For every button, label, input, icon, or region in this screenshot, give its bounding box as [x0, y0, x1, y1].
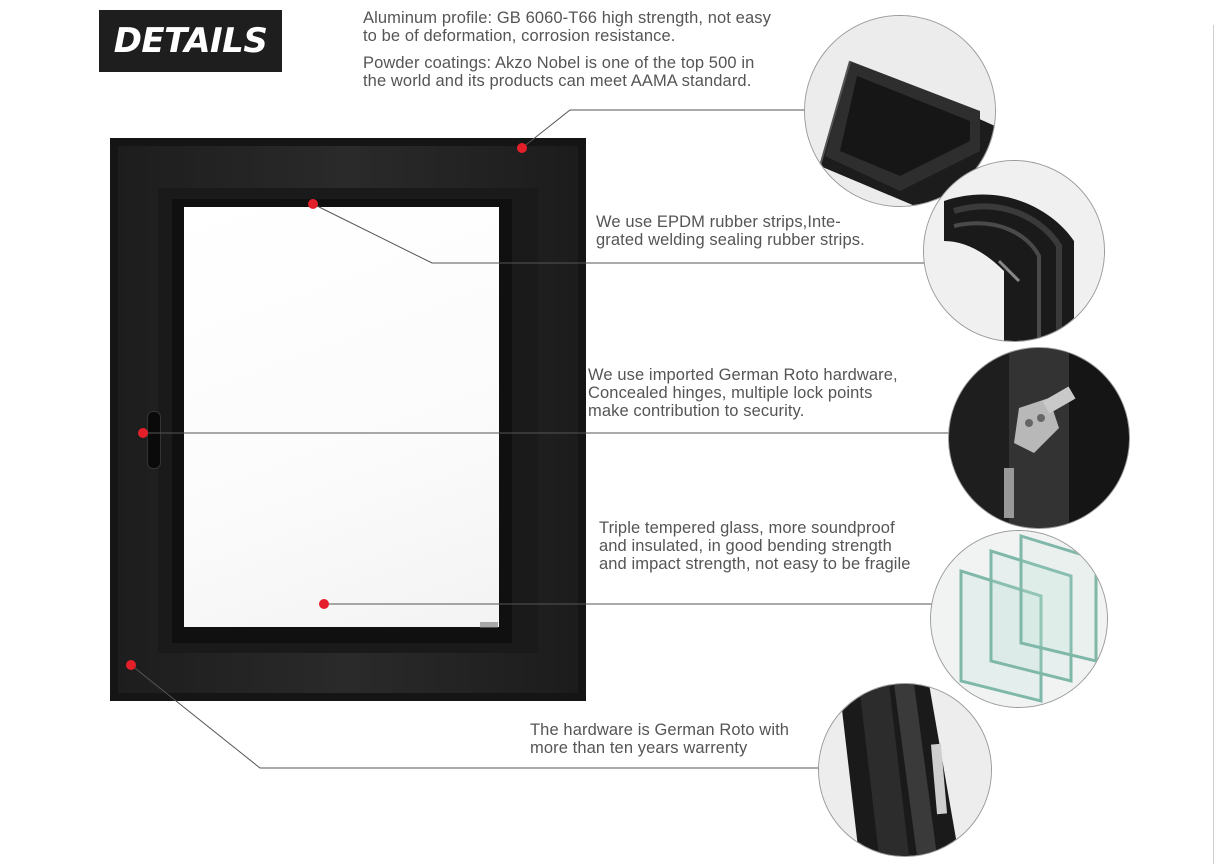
hinge-photo-icon	[948, 347, 1130, 529]
marker-dot-hardware	[138, 428, 148, 438]
marker-dot-glass	[319, 599, 329, 609]
marker-dot-rubber	[308, 199, 318, 209]
rubber-text: We use EPDM rubber strips,Inte- grated w…	[596, 213, 865, 249]
glass-logo-mark	[480, 622, 498, 628]
window-glass	[184, 207, 499, 627]
page-edge-line	[1213, 25, 1214, 864]
hardware-text: We use imported German Roto hardware, Co…	[588, 366, 898, 420]
profile-section-photo-icon	[818, 683, 992, 857]
details-badge: DETAILS	[99, 10, 282, 72]
warranty-text: The hardware is German Roto with more th…	[530, 721, 790, 757]
marker-dot-warranty	[126, 660, 136, 670]
profile-text: Aluminum profile: GB 6060-T66 high stren…	[363, 9, 771, 45]
leader-line-warranty	[130, 664, 820, 769]
marker-dot-profile	[517, 143, 527, 153]
frame-corner-photo-icon	[804, 15, 996, 207]
leader-line-rubber	[312, 203, 925, 264]
rubber-strip-photo-icon	[923, 160, 1105, 342]
coating-text: Powder coatings: Akzo Nobel is one of th…	[363, 54, 755, 90]
leader-line-profile	[521, 109, 805, 149]
glass-text: Triple tempered glass, more soundproof a…	[599, 519, 911, 573]
window-handle	[147, 411, 161, 469]
glass-layers-photo-icon	[930, 530, 1108, 708]
